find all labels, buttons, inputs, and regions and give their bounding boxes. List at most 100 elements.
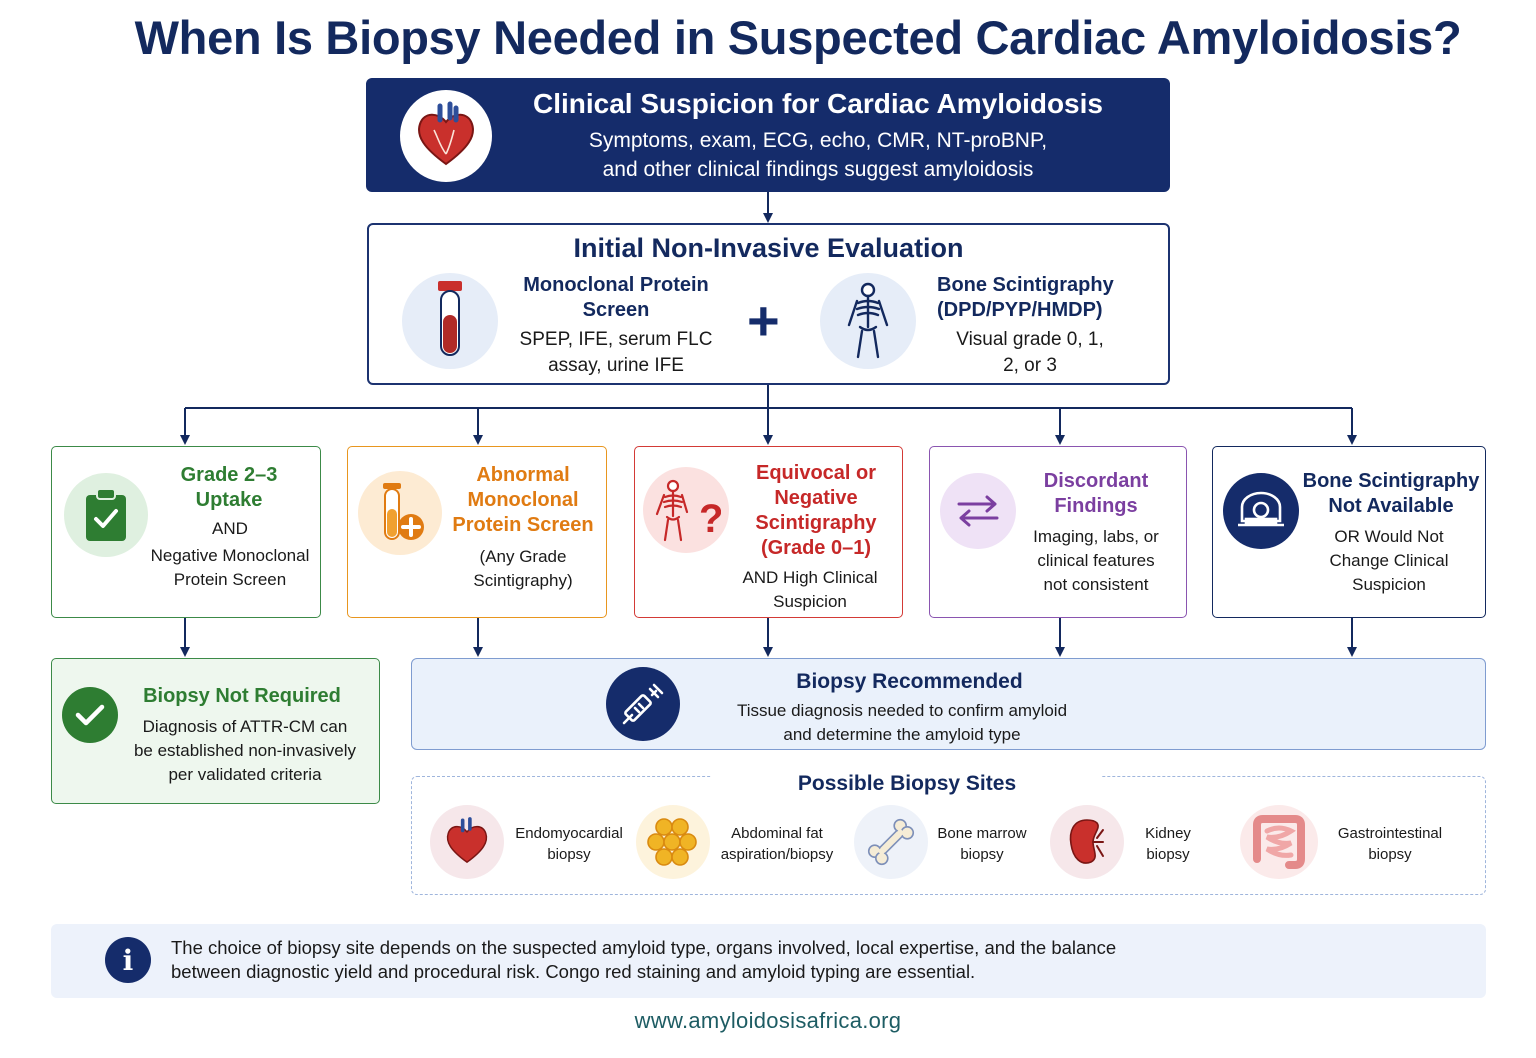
site-1-label-2: biopsy: [547, 846, 591, 863]
branch-3-text-1: AND High Clinical: [742, 568, 878, 587]
branch-1-heading-2: Uptake: [195, 489, 263, 511]
site-3-label-2: biopsy: [960, 846, 1004, 863]
branch-discordant-findings: Discordant Findings Imaging, labs, or cl…: [929, 446, 1187, 618]
evaluation-box: Initial Non-Invasive Evaluation Monoclon…: [367, 223, 1170, 385]
swap-arrows-icon: [940, 473, 1016, 549]
syringe-icon: [606, 667, 680, 741]
branch-5-text-3: Suspicion: [1352, 575, 1426, 594]
branch-1-text-3: Protein Screen: [173, 570, 287, 589]
not-required-title: Biopsy Not Required: [143, 685, 341, 707]
branch-2-heading-3: Protein Screen: [452, 514, 594, 536]
site-kidney: Kidney biopsy: [1128, 823, 1208, 865]
branch-2-text-1: (Any Grade: [479, 547, 567, 566]
blood-tube-icon: [402, 273, 498, 369]
branch-1-heading: Grade 2–3 Uptake: [150, 463, 308, 513]
heart-icon: [400, 90, 492, 182]
branch-grade-2-3: Grade 2–3 Uptake AND Negative Monoclonal…: [51, 446, 321, 618]
site-2-label-2: aspiration/biopsy: [720, 846, 834, 863]
branch-1-text-2: Negative Monoclonal: [150, 546, 310, 565]
site-4-label-2: biopsy: [1146, 846, 1190, 863]
footer-url[interactable]: www.amyloidosisafrica.org: [634, 1008, 902, 1033]
scanner-icon: [1223, 473, 1299, 549]
branch-3-heading-2: Negative: [774, 487, 858, 509]
branch-5-text-1: OR Would Not: [1334, 527, 1444, 546]
branch-3-heading-1: Equivocal or: [755, 462, 877, 484]
suspicion-line-2: and other clinical findings suggest amyl…: [602, 158, 1034, 181]
clipboard-check-icon: [64, 473, 148, 557]
site-3-label-1: Bone marrow: [937, 825, 1027, 842]
biopsy-recommended-box: Biopsy Recommended Tissue diagnosis need…: [411, 658, 1486, 750]
branch-3-text-2: Suspicion: [773, 592, 847, 611]
branch-2-text-2: Scintigraphy): [473, 571, 573, 590]
site-5-label-1: Gastrointestinal: [1337, 825, 1443, 842]
suspicion-description: Symptoms, exam, ECG, echo, CMR, NT-proBN…: [496, 126, 1140, 184]
monoclonal-text-2: assay, urine IFE: [548, 355, 684, 376]
skeleton-icon: [820, 273, 916, 369]
not-required-text-1: Diagnosis of ATTR-CM can: [142, 717, 348, 736]
site-1-label-1: Endomyocardial: [515, 825, 623, 842]
skeleton-question-icon: ?: [643, 467, 729, 553]
scintigraphy-text-2: 2, or 3: [1003, 355, 1057, 376]
branch-5-heading-2: Not Available: [1328, 495, 1454, 517]
branch-4-text: Imaging, labs, or clinical features not …: [1016, 525, 1176, 597]
branch-equivocal-scintigraphy: ? Equivocal or Negative Scintigraphy (Gr…: [634, 446, 903, 618]
branch-2-heading: Abnormal Monoclonal Protein Screen: [446, 463, 600, 538]
scintigraphy-heading-2: (DPD/PYP/HMDP): [937, 299, 1103, 321]
branch-4-text-3: not consistent: [1043, 575, 1149, 594]
branch-4-heading: Discordant Findings: [1020, 469, 1172, 519]
evaluation-title: Initial Non-Invasive Evaluation: [573, 233, 964, 263]
bone-icon: [854, 805, 928, 879]
site-abdominal-fat: Abdominal fat aspiration/biopsy: [708, 823, 846, 865]
recommended-text-1: Tissue diagnosis needed to confirm amylo…: [736, 701, 1068, 720]
not-required-text: Diagnosis of ATTR-CM can be established …: [120, 715, 370, 787]
branch-5-text: OR Would Not Change Clinical Suspicion: [1303, 525, 1475, 597]
site-4-label-1: Kidney: [1145, 825, 1191, 842]
info-line-2: between diagnostic yield and procedural …: [171, 961, 976, 982]
monoclonal-text-1: SPEP, IFE, serum FLC: [519, 329, 713, 350]
branch-5-heading-1: Bone Scintigraphy: [1302, 470, 1480, 492]
branch-5-text-2: Change Clinical: [1329, 551, 1449, 570]
recommended-title: Biopsy Recommended: [796, 670, 1023, 693]
fat-cells-icon: [636, 805, 710, 879]
clinical-suspicion-box: Clinical Suspicion for Cardiac Amyloidos…: [366, 78, 1170, 192]
suspicion-title: Clinical Suspicion for Cardiac Amyloidos…: [533, 88, 1103, 119]
site-gastrointestinal: Gastrointestinal biopsy: [1320, 823, 1460, 865]
heart-icon: [430, 805, 504, 879]
site-bone-marrow: Bone marrow biopsy: [922, 823, 1042, 865]
site-2-label-1: Abdominal fat: [731, 825, 823, 842]
branch-1-text-1: AND: [212, 519, 248, 538]
intestine-icon: [1240, 805, 1318, 879]
scintigraphy-heading-1: Bone Scintigraphy: [937, 274, 1114, 296]
branch-abnormal-monoclonal: Abnormal Monoclonal Protein Screen (Any …: [347, 446, 607, 618]
biopsy-sites-box: Possible Biopsy Sites Endomyocardial bio…: [411, 771, 1486, 895]
branch-3-heading-4: (Grade 0–1): [760, 537, 872, 559]
site-endomyocardial: Endomyocardial biopsy: [506, 823, 632, 865]
scintigraphy-block: Bone Scintigraphy (DPD/PYP/HMDP) Visual …: [921, 273, 1139, 379]
branch-5-heading: Bone Scintigraphy Not Available: [1301, 469, 1481, 519]
branch-3-heading: Equivocal or Negative Scintigraphy (Grad…: [729, 461, 903, 561]
branch-2-text: (Any Grade Scintigraphy): [438, 545, 608, 593]
monoclonal-heading-1: Monoclonal Protein: [523, 274, 709, 296]
not-required-text-3: per validated criteria: [168, 765, 322, 784]
branch-1-text: AND Negative Monoclonal Protein Screen: [132, 517, 328, 592]
monoclonal-screen-block: Monoclonal Protein Screen SPEP, IFE, ser…: [507, 273, 725, 379]
not-required-text-2: be established non-invasively: [133, 741, 357, 760]
check-icon: [62, 687, 118, 743]
monoclonal-heading-2: Screen: [582, 299, 650, 321]
tube-plus-icon: [358, 471, 442, 555]
branch-4-text-1: Imaging, labs, or: [1033, 527, 1159, 546]
site-5-label-2: biopsy: [1368, 846, 1412, 863]
suspicion-line-1: Symptoms, exam, ECG, echo, CMR, NT-proBN…: [588, 129, 1048, 152]
branch-4-heading-1: Discordant: [1043, 470, 1149, 492]
info-icon: i: [105, 937, 151, 983]
branch-2-heading-2: Monoclonal: [467, 489, 579, 511]
info-note: i The choice of biopsy site depends on t…: [51, 924, 1486, 998]
svg-text:?: ?: [699, 497, 721, 541]
branch-3-heading-3: Scintigraphy: [755, 512, 877, 534]
branch-3-text: AND High Clinical Suspicion: [715, 566, 905, 614]
kidney-icon: [1050, 805, 1124, 879]
branch-2-heading-1: Abnormal: [476, 464, 570, 486]
recommended-text: Tissue diagnosis needed to confirm amylo…: [702, 699, 1102, 747]
plus-icon: +: [747, 289, 780, 352]
branch-1-heading-1: Grade 2–3: [180, 464, 278, 486]
